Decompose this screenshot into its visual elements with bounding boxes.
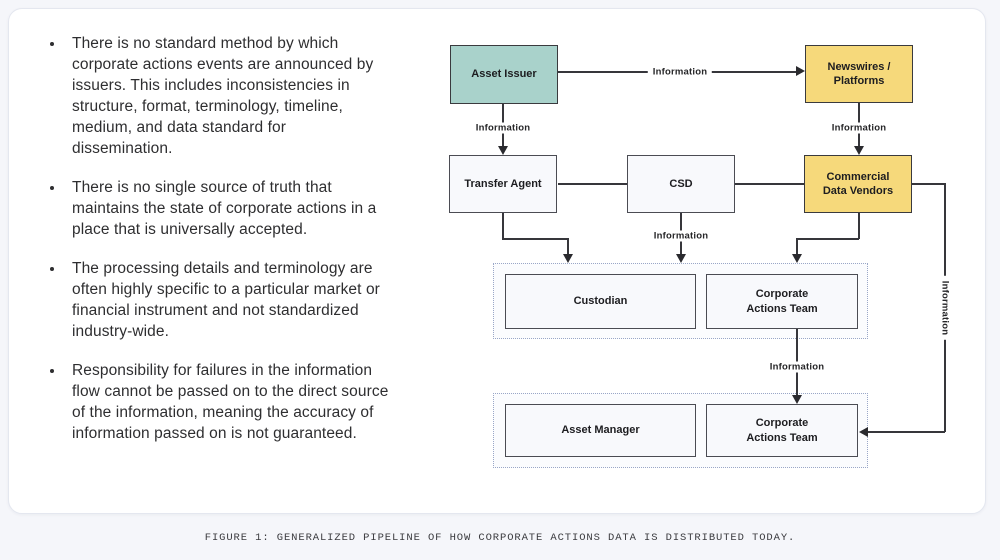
node-asset-issuer-label: Asset Issuer bbox=[471, 68, 537, 81]
node-newswires-platforms: Newswires / Platforms bbox=[805, 45, 913, 103]
edge-label-information: Information bbox=[648, 230, 714, 242]
edge-label-information: Information bbox=[470, 122, 536, 134]
connector-csd-vendors bbox=[735, 183, 804, 185]
arrowhead-down-icon bbox=[854, 146, 864, 155]
edge-label-information: Information bbox=[764, 361, 830, 373]
bullet-item: Responsibility for failures in the infor… bbox=[65, 360, 389, 444]
key-points-list: There is no standard method by which cor… bbox=[47, 33, 389, 462]
arrowhead-down-icon bbox=[563, 254, 573, 263]
connector-transfer-agent-bend bbox=[502, 238, 569, 240]
connector-vendors-bend bbox=[796, 238, 859, 240]
node-asset-manager-label: Asset Manager bbox=[561, 424, 640, 437]
node-commercial-data-vendors-label: Commercial Data Vendors bbox=[822, 170, 894, 197]
bullet-item: There is no single source of truth that … bbox=[65, 177, 389, 240]
arrowhead-right-icon bbox=[796, 66, 805, 76]
node-csd: CSD bbox=[627, 155, 735, 213]
node-newswires-platforms-label: Newswires / Platforms bbox=[827, 60, 891, 87]
figure-caption: FIGURE 1: GENERALIZED PIPELINE OF HOW CO… bbox=[204, 532, 796, 544]
node-asset-issuer: Asset Issuer bbox=[450, 45, 558, 104]
bullet-item: There is no standard method by which cor… bbox=[65, 33, 389, 159]
edge-label-information: Information bbox=[826, 122, 892, 134]
bullet-item: The processing details and terminology a… bbox=[65, 258, 389, 342]
node-transfer-agent: Transfer Agent bbox=[449, 155, 557, 213]
edge-label-information-vertical: Information bbox=[939, 275, 951, 341]
node-corporate-actions-team-2-label: Corporate Actions Team bbox=[746, 417, 818, 444]
node-custodian-label: Custodian bbox=[573, 295, 628, 308]
connector-right-into-cat2 bbox=[868, 431, 945, 433]
connector-transfer-agent-down bbox=[502, 213, 504, 239]
connector-vendors-right bbox=[912, 183, 945, 185]
node-corporate-actions-team-1-label: Corporate Actions Team bbox=[746, 288, 818, 315]
connector-vendors-down bbox=[858, 213, 860, 239]
node-transfer-agent-label: Transfer Agent bbox=[464, 177, 542, 190]
node-corporate-actions-team-2: Corporate Actions Team bbox=[706, 404, 858, 457]
node-asset-manager: Asset Manager bbox=[505, 404, 696, 457]
connector-vendors-drop bbox=[796, 238, 798, 255]
connector-transfer-agent-csd bbox=[558, 183, 627, 185]
node-custodian: Custodian bbox=[505, 274, 696, 329]
arrowhead-down-icon bbox=[498, 146, 508, 155]
node-csd-label: CSD bbox=[669, 177, 693, 190]
arrowhead-down-icon bbox=[676, 254, 686, 263]
node-commercial-data-vendors: Commercial Data Vendors bbox=[804, 155, 912, 213]
edge-label-information: Information bbox=[647, 66, 713, 78]
arrowhead-down-icon bbox=[792, 254, 802, 263]
connector-transfer-agent-drop bbox=[567, 238, 569, 255]
arrowhead-left-icon bbox=[859, 427, 868, 437]
node-corporate-actions-team-1: Corporate Actions Team bbox=[706, 274, 858, 329]
arrowhead-down-icon bbox=[792, 395, 802, 404]
